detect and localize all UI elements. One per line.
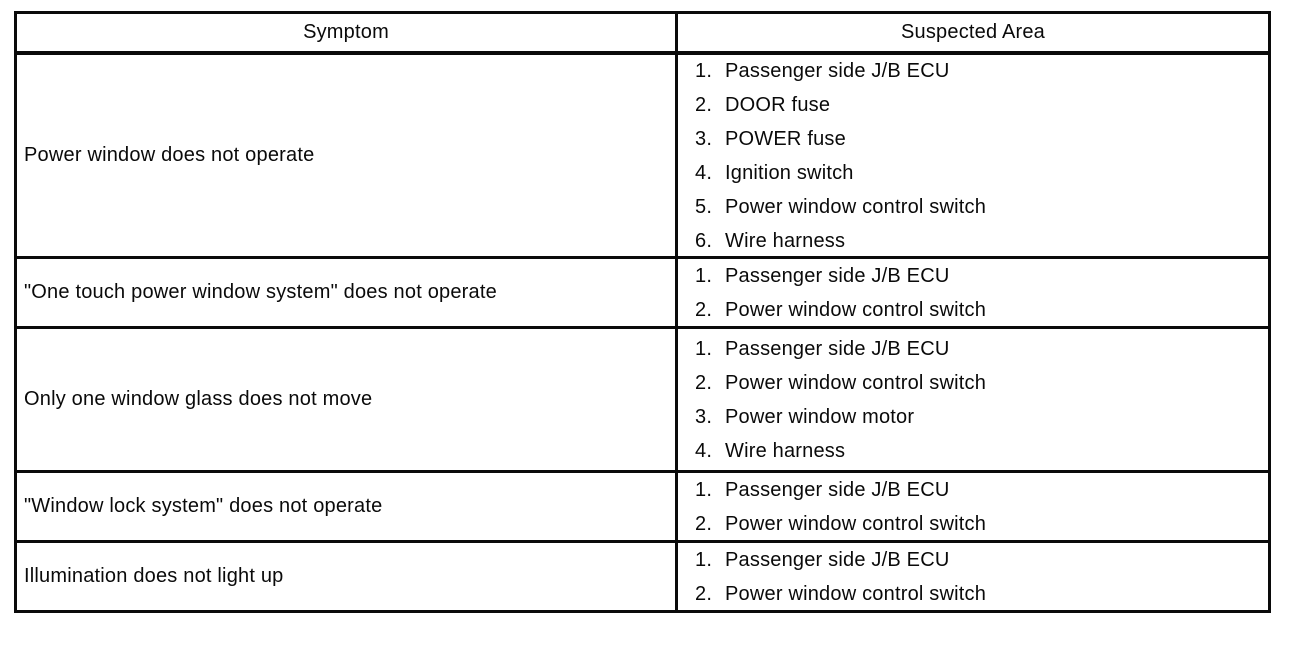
item-number: 2. xyxy=(695,298,713,321)
item-number: 5. xyxy=(695,195,713,218)
table-row: Only one window glass does not move 1. P… xyxy=(17,326,1268,470)
item-label: Wire harness xyxy=(725,229,846,252)
list-item: 3. Power window motor xyxy=(695,400,1268,434)
list-item: 5. Power window control switch xyxy=(695,190,1268,224)
table-header-row: Symptom Suspected Area xyxy=(17,14,1268,51)
item-label: Power window control switch xyxy=(725,195,987,218)
item-number: 1. xyxy=(695,548,713,571)
item-label: Power window control switch xyxy=(725,298,987,321)
item-number: 1. xyxy=(695,478,713,501)
item-label: Power window motor xyxy=(725,405,915,428)
item-label: Passenger side J/B ECU xyxy=(725,337,950,360)
column-header-suspected-area: Suspected Area xyxy=(900,21,1045,43)
list-item: 2. Power window control switch xyxy=(695,577,1268,611)
table-row: Illumination does not light up 1. Passen… xyxy=(17,540,1268,610)
item-number: 1. xyxy=(695,264,713,287)
suspected-area-cell: 1. Passenger side J/B ECU 2. Power windo… xyxy=(678,473,1268,540)
list-item: 1. Passenger side J/B ECU xyxy=(695,332,1268,366)
list-item: 4. Ignition switch xyxy=(695,156,1268,190)
list-item: 2. DOOR fuse xyxy=(695,88,1268,122)
list-item: 2. Power window control switch xyxy=(695,366,1268,400)
item-number: 4. xyxy=(695,439,713,462)
item-label: Passenger side J/B ECU xyxy=(725,59,950,82)
item-label: Power window control switch xyxy=(725,512,987,535)
item-number: 2. xyxy=(695,371,713,394)
item-label: Power window control switch xyxy=(725,582,987,605)
item-label: Passenger side J/B ECU xyxy=(725,264,950,287)
suspected-area-cell: 1. Passenger side J/B ECU 2. Power windo… xyxy=(678,329,1268,470)
symptom-cell: Only one window glass does not move xyxy=(17,329,678,470)
symptom-suspected-area-table: Symptom Suspected Area Power window does… xyxy=(14,11,1271,613)
table-row: Power window does not operate 1. Passeng… xyxy=(17,51,1268,256)
list-item: 4. Wire harness xyxy=(695,434,1268,468)
list-item: 1. Passenger side J/B ECU xyxy=(695,543,1268,577)
symptom-cell: "Window lock system" does not operate xyxy=(17,473,678,540)
item-number: 6. xyxy=(695,229,713,252)
list-item: 1. Passenger side J/B ECU xyxy=(695,473,1268,507)
list-item: 2. Power window control switch xyxy=(695,293,1268,327)
item-label: Passenger side J/B ECU xyxy=(725,478,950,501)
suspected-area-cell: 1. Passenger side J/B ECU 2. Power windo… xyxy=(678,259,1268,326)
item-number: 3. xyxy=(695,127,713,150)
symptom-cell: Illumination does not light up xyxy=(17,543,678,610)
item-label: Power window control switch xyxy=(725,371,987,394)
list-item: 1. Passenger side J/B ECU xyxy=(695,259,1268,293)
list-item: 6. Wire harness xyxy=(695,224,1268,257)
symptom-cell: "One touch power window system" does not… xyxy=(17,259,678,326)
table-row: "One touch power window system" does not… xyxy=(17,256,1268,326)
list-item: 1. Passenger side J/B ECU xyxy=(695,55,1268,88)
list-item: 3. POWER fuse xyxy=(695,122,1268,156)
item-number: 1. xyxy=(695,59,713,82)
item-number: 2. xyxy=(695,93,713,116)
item-number: 2. xyxy=(695,582,713,605)
list-item: 2. Power window control switch xyxy=(695,507,1268,541)
column-header-symptom: Symptom xyxy=(17,14,678,51)
table-row: "Window lock system" does not operate 1.… xyxy=(17,470,1268,540)
item-label: POWER fuse xyxy=(725,127,846,150)
suspected-area-cell: 1. Passenger side J/B ECU 2. Power windo… xyxy=(678,543,1268,610)
item-label: DOOR fuse xyxy=(725,93,831,116)
item-label: Ignition switch xyxy=(725,161,854,184)
item-number: 3. xyxy=(695,405,713,428)
suspected-area-cell: 1. Passenger side J/B ECU 2. DOOR fuse 3… xyxy=(678,55,1268,256)
item-number: 1. xyxy=(695,337,713,360)
item-label: Passenger side J/B ECU xyxy=(725,548,950,571)
item-number: 2. xyxy=(695,512,713,535)
symptom-cell: Power window does not operate xyxy=(17,55,678,256)
item-label: Wire harness xyxy=(725,439,846,462)
item-number: 4. xyxy=(695,161,713,184)
